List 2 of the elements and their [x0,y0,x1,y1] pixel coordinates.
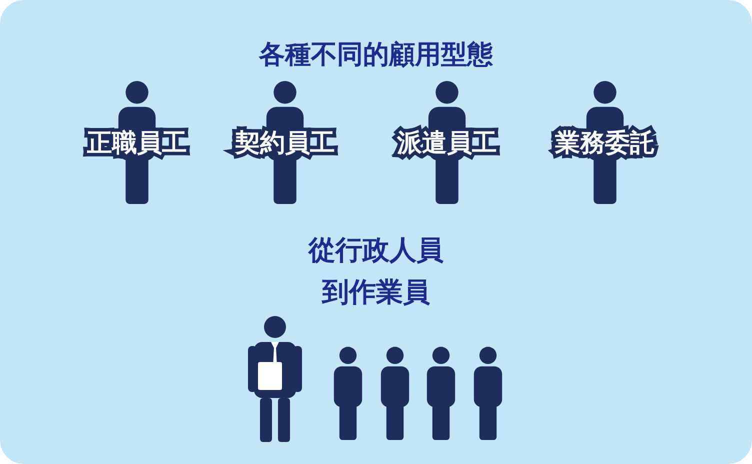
subtitle: 從行政人員到作業員 [307,234,444,310]
title: 各種不同的顧用型態 [258,39,494,72]
